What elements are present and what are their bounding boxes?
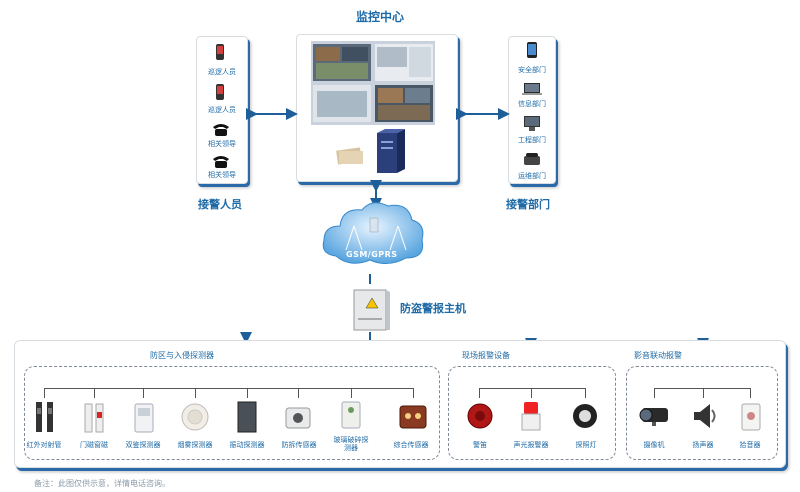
siren-icon [466, 402, 494, 434]
speaker-icon [690, 402, 718, 434]
drop-line [479, 388, 480, 398]
department-label: 安全部门 [518, 66, 546, 74]
door-magnet-icon [82, 402, 106, 438]
footnote: 备注：此图仅供示意，详情电话咨询。 [34, 479, 170, 488]
searchlight-icon [571, 402, 599, 434]
receiver-label: 相关领导 [208, 171, 236, 179]
device-label: 玻璃破碎探测器 [333, 436, 369, 452]
laptop-icon [521, 81, 543, 100]
onsite-bus-line [479, 388, 585, 389]
department-label: 信息部门 [518, 100, 546, 108]
camera-icon [636, 404, 672, 432]
drop-line [585, 388, 586, 398]
monitor-center-title: 监控中心 [356, 10, 405, 24]
av-section-title: 影音联动报警 [634, 351, 682, 360]
device-label: 探照灯 [575, 441, 597, 449]
departments-title: 接警部门 [506, 198, 550, 211]
drop-line [351, 388, 352, 398]
cards-icon [335, 145, 365, 165]
drop-line [44, 388, 45, 398]
onsite-group-box [448, 366, 616, 460]
device-label: 防拆传感器 [281, 441, 317, 449]
device-label: 综合传感器 [393, 441, 429, 449]
glass-break-detector-icon [340, 400, 362, 434]
vibration-detector-icon [236, 400, 258, 438]
drop-line [703, 388, 704, 398]
department-label: 运维部门 [518, 172, 546, 180]
receiver-label: 相关领导 [208, 140, 236, 148]
department-label: 工程部门 [518, 136, 546, 144]
server-icon [373, 127, 407, 175]
intrusion-section-title: 防区与入侵探测器 [150, 351, 214, 360]
smartphone-icon [526, 41, 538, 63]
device-label: 红外对射管 [26, 441, 62, 449]
device-label: 声光报警器 [513, 441, 549, 449]
av-bus-line [654, 388, 750, 389]
drop-line [654, 388, 655, 398]
cloud-network-icon [318, 196, 428, 278]
monitor-center-panel [296, 34, 458, 182]
drop-line [750, 388, 751, 398]
drop-line [94, 388, 95, 398]
device-label: 门磁窗磁 [80, 441, 108, 449]
strobe-alarm-icon [520, 400, 542, 436]
microphone-pickup-icon [740, 402, 762, 436]
alarm-host-label: 防盗警报主机 [400, 302, 466, 315]
drop-line [298, 388, 299, 398]
dual-tech-detector-icon [133, 402, 155, 438]
intrusion-group-box [24, 366, 440, 460]
alarm-host-cabinet-icon [352, 288, 392, 332]
telephone-icon [211, 121, 231, 141]
device-label: 烟雾探测器 [177, 441, 213, 449]
drop-line [531, 388, 532, 398]
device-label: 振动探测器 [229, 441, 265, 449]
device-label: 摄像机 [643, 441, 665, 449]
device-label: 双鉴探测器 [125, 441, 161, 449]
tamper-sensor-icon [284, 404, 312, 434]
receiver-label: 巡逻人员 [208, 68, 236, 76]
mobile-phone-icon [215, 83, 225, 105]
desk-phone-icon [523, 151, 541, 170]
drop-line [247, 388, 248, 398]
drop-line [143, 388, 144, 398]
device-label: 警笛 [473, 441, 487, 449]
receiver-label: 巡逻人员 [208, 106, 236, 114]
receivers-panel: 巡逻人员 巡逻人员 相关领导 相关领导 [196, 36, 248, 184]
departments-panel: 安全部门 信息部门 工程部门 运维部门 [508, 36, 556, 184]
monitor-screens-icon [311, 41, 435, 125]
telephone-icon [211, 153, 231, 173]
drop-line [413, 388, 414, 398]
cloud-label: GSM/GPRS [346, 250, 398, 259]
intrusion-bus-line [44, 388, 414, 389]
av-group-box [626, 366, 778, 460]
smoke-detector-icon [180, 402, 210, 436]
device-label: 扬声器 [692, 441, 714, 449]
integrated-sensor-icon [398, 402, 428, 436]
device-label: 拾音器 [739, 441, 761, 449]
mobile-phone-icon [215, 43, 225, 65]
infrared-beam-icon [34, 400, 56, 438]
drop-line [195, 388, 196, 398]
desktop-computer-icon [523, 115, 541, 137]
receivers-title: 接警人员 [198, 198, 242, 211]
onsite-section-title: 现场报警设备 [462, 351, 510, 360]
